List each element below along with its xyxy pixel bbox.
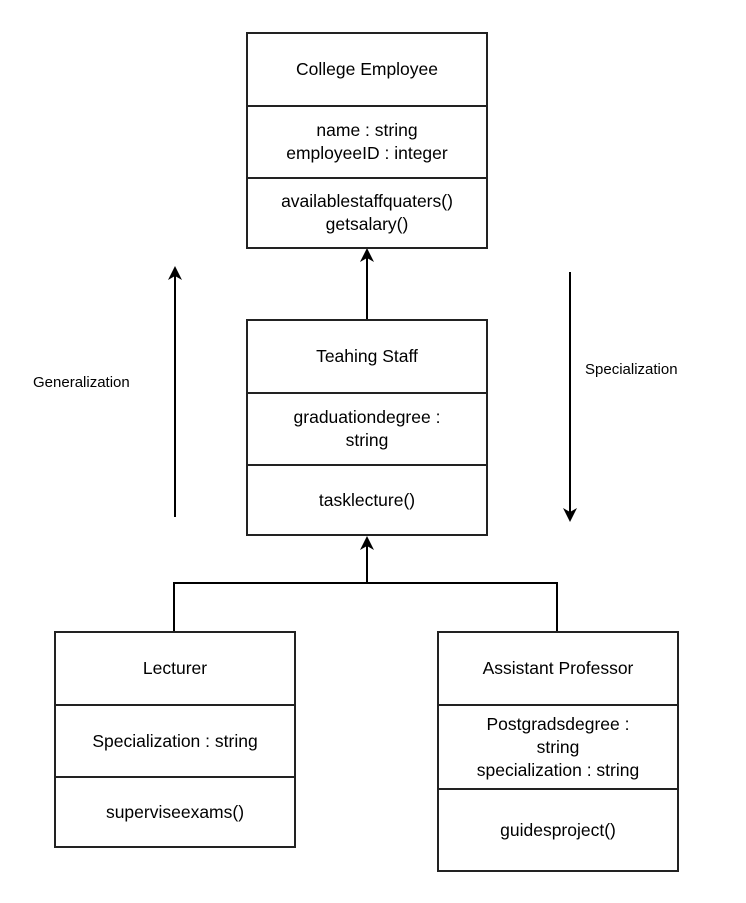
method: guidesproject() xyxy=(500,819,616,840)
method: superviseexams() xyxy=(105,801,245,822)
class-college-employee[interactable]: College Employee name : string employeeI… xyxy=(246,32,488,249)
attribute: Specialization : string xyxy=(92,730,258,751)
specialization-label: Specialization xyxy=(585,361,678,378)
arrowhead-icon xyxy=(360,536,374,550)
class-name-section: Lecturer xyxy=(56,633,294,704)
method: tasklecture() xyxy=(318,489,416,510)
attribute: string xyxy=(345,430,389,450)
class-lecturer[interactable]: Lecturer Specialization : string supervi… xyxy=(54,631,296,848)
method: availablestaffquaters() xyxy=(281,191,453,211)
class-name: Assistant Professor xyxy=(482,658,634,678)
class-assistant-professor[interactable]: Assistant Professor Postgradsdegree : st… xyxy=(437,631,679,872)
class-teaching-staff[interactable]: Teahing Staff graduationdegree : string … xyxy=(246,319,488,536)
attributes-section: graduationdegree : string xyxy=(248,392,486,464)
attributes-section: Specialization : string xyxy=(56,704,294,776)
methods-section: guidesproject() xyxy=(439,788,677,870)
method: getsalary() xyxy=(325,214,409,234)
attributes-section: name : string employeeID : integer xyxy=(248,105,486,177)
arrowhead-down-icon xyxy=(563,508,577,522)
class-name: College Employee xyxy=(295,59,439,79)
class-name-section: Teahing Staff xyxy=(248,321,486,392)
attribute: specialization : string xyxy=(476,759,640,780)
class-name: Teahing Staff xyxy=(316,346,418,366)
methods-section: superviseexams() xyxy=(56,776,294,846)
arrowhead-up-icon xyxy=(168,266,182,280)
attribute: employeeID : integer xyxy=(286,143,448,163)
attribute: string xyxy=(536,736,580,757)
methods-section: availablestaffquaters() getsalary() xyxy=(248,177,486,247)
attribute: name : string xyxy=(316,120,418,140)
generalization-label: Generalization xyxy=(33,374,130,391)
arrowhead-icon xyxy=(360,248,374,262)
methods-section: tasklecture() xyxy=(248,464,486,534)
attribute: Postgradsdegree : xyxy=(486,713,630,734)
class-name-section: Assistant Professor xyxy=(439,633,677,704)
inheritance-connector-lecturer xyxy=(173,582,558,631)
attribute: graduationdegree : xyxy=(293,407,441,427)
class-name: Lecturer xyxy=(142,658,208,678)
attributes-section: Postgradsdegree : string specialization … xyxy=(439,704,677,788)
class-name-section: College Employee xyxy=(248,34,486,105)
